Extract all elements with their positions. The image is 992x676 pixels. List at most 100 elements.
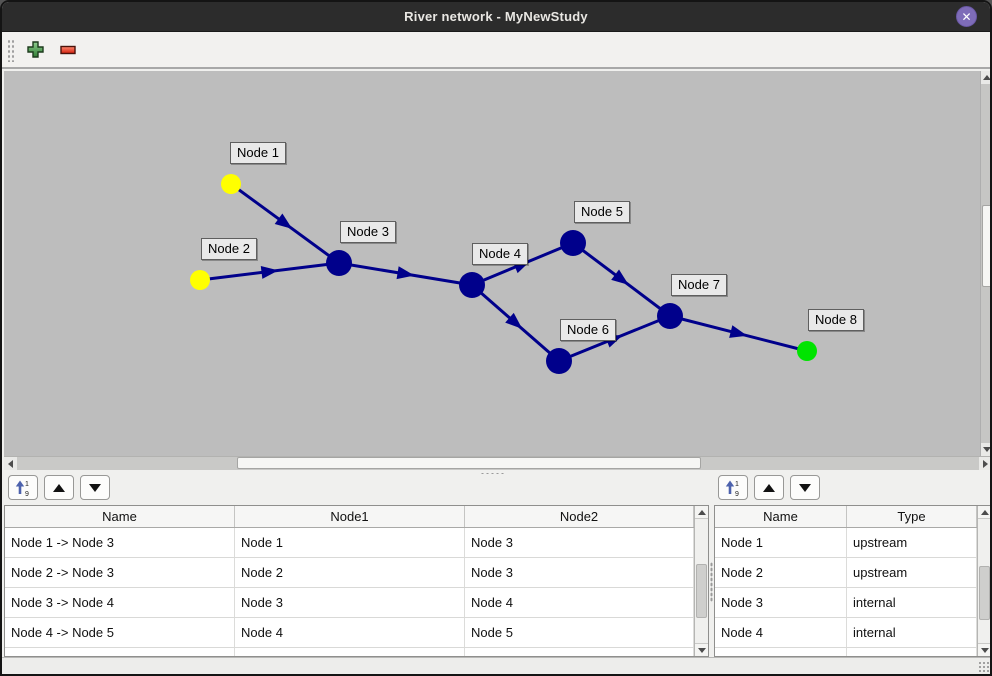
- node-circle[interactable]: [221, 174, 241, 194]
- table-cell: Node 3: [235, 588, 465, 617]
- node-circle[interactable]: [326, 250, 352, 276]
- table-cell: Node 3: [465, 558, 694, 587]
- scroll-thumb[interactable]: [696, 564, 708, 618]
- scroll-down-button[interactable]: [978, 643, 990, 656]
- table-splitter-grip-icon[interactable]: [710, 562, 713, 602]
- scroll-down-button[interactable]: [695, 643, 708, 656]
- scroll-right-button[interactable]: [979, 457, 990, 470]
- table-cell: Node 5: [465, 618, 694, 647]
- scroll-thumb[interactable]: [979, 566, 990, 620]
- node-label[interactable]: Node 8: [808, 309, 864, 331]
- plus-icon: [27, 40, 44, 58]
- table-row[interactable]: [5, 648, 695, 656]
- table-cell: [847, 648, 977, 656]
- move-down-button[interactable]: [790, 475, 820, 500]
- arrow-left-icon: [8, 459, 13, 468]
- table-cell: Node 2: [235, 558, 465, 587]
- move-down-button[interactable]: [80, 475, 110, 500]
- vertical-scroll-thumb[interactable]: [982, 205, 990, 287]
- sort-button[interactable]: 1 9: [8, 475, 38, 500]
- edge-arrow-icon: [729, 325, 748, 338]
- nodes-table-scrollbar[interactable]: [977, 506, 990, 656]
- horizontal-scroll-thumb[interactable]: [237, 457, 701, 469]
- table-cell: internal: [847, 618, 977, 647]
- edge-arrow-icon: [260, 266, 279, 279]
- arrow-down-icon: [799, 483, 811, 492]
- close-button[interactable]: ✕: [956, 6, 977, 27]
- sort-button[interactable]: 1 9: [718, 475, 748, 500]
- arrow-down-icon: [89, 483, 101, 492]
- scroll-down-button[interactable]: [981, 443, 990, 456]
- node-label[interactable]: Node 2: [201, 238, 257, 260]
- column-header[interactable]: Node2: [465, 506, 694, 527]
- scroll-up-button[interactable]: [695, 506, 708, 519]
- panel-splitter[interactable]: [2, 470, 990, 476]
- table-cell: Node 1 -> Node 3: [5, 528, 235, 557]
- svg-text:1: 1: [25, 481, 29, 488]
- column-header[interactable]: Node1: [235, 506, 465, 527]
- column-header[interactable]: Name: [5, 506, 235, 527]
- node-label[interactable]: Node 7: [671, 274, 727, 296]
- table-cell: Node 2: [715, 558, 847, 587]
- table-row[interactable]: [715, 648, 978, 656]
- move-up-button[interactable]: [754, 475, 784, 500]
- node-label[interactable]: Node 6: [560, 319, 616, 341]
- arrow-up-icon: [763, 483, 775, 492]
- table-cell: Node 3 -> Node 4: [5, 588, 235, 617]
- table-cell: upstream: [847, 558, 977, 587]
- status-bar: [2, 657, 990, 674]
- nodes-table-toolbar: 1 9: [718, 475, 820, 500]
- table-cell: Node 4: [715, 618, 847, 647]
- svg-text:1: 1: [735, 481, 739, 488]
- toolbar-drag-handle-icon[interactable]: [7, 37, 15, 62]
- node-label[interactable]: Node 4: [472, 243, 528, 265]
- node-circle[interactable]: [560, 230, 586, 256]
- resize-grip-icon[interactable]: [978, 661, 990, 673]
- titlebar[interactable]: River network - MyNewStudy ✕: [2, 2, 990, 32]
- node-circle[interactable]: [657, 303, 683, 329]
- column-header[interactable]: Name: [715, 506, 847, 527]
- arrow-right-icon: [983, 459, 988, 468]
- node-label[interactable]: Node 5: [574, 201, 630, 223]
- main-toolbar: [2, 32, 990, 69]
- sort-ascending-icon: 1 9: [725, 480, 739, 497]
- graph-vertical-scrollbar[interactable]: [980, 71, 990, 456]
- links-table-scrollbar[interactable]: [694, 506, 708, 656]
- graph-horizontal-scrollbar[interactable]: [4, 456, 990, 470]
- arrow-down-icon: [697, 647, 706, 653]
- table-cell: [465, 648, 694, 656]
- table-cell: Node 3: [715, 588, 847, 617]
- window-title: River network - MyNewStudy: [404, 9, 588, 24]
- node-circle[interactable]: [459, 272, 485, 298]
- table-cell: [235, 648, 465, 656]
- scroll-up-button[interactable]: [978, 506, 990, 519]
- table-cell: Node 4 -> Node 5: [5, 618, 235, 647]
- table-cell: Node 2 -> Node 3: [5, 558, 235, 587]
- arrow-up-icon: [983, 75, 990, 80]
- node-circle[interactable]: [797, 341, 817, 361]
- move-up-button[interactable]: [44, 475, 74, 500]
- river-network-canvas[interactable]: Node 1 Node 2 Node 3 Node 4 Node 5 Node 6 Node…: [4, 71, 980, 456]
- add-button[interactable]: [24, 38, 48, 62]
- scroll-left-button[interactable]: [4, 457, 17, 470]
- column-header[interactable]: Type: [847, 506, 977, 527]
- edge-arrow-icon: [505, 312, 523, 329]
- node-circle[interactable]: [546, 348, 572, 374]
- remove-button[interactable]: [56, 38, 80, 62]
- svg-text:9: 9: [25, 491, 29, 497]
- scroll-up-button[interactable]: [981, 71, 990, 84]
- node-label[interactable]: Node 1: [230, 142, 286, 164]
- node-label[interactable]: Node 3: [340, 221, 396, 243]
- node-circle[interactable]: [190, 270, 210, 290]
